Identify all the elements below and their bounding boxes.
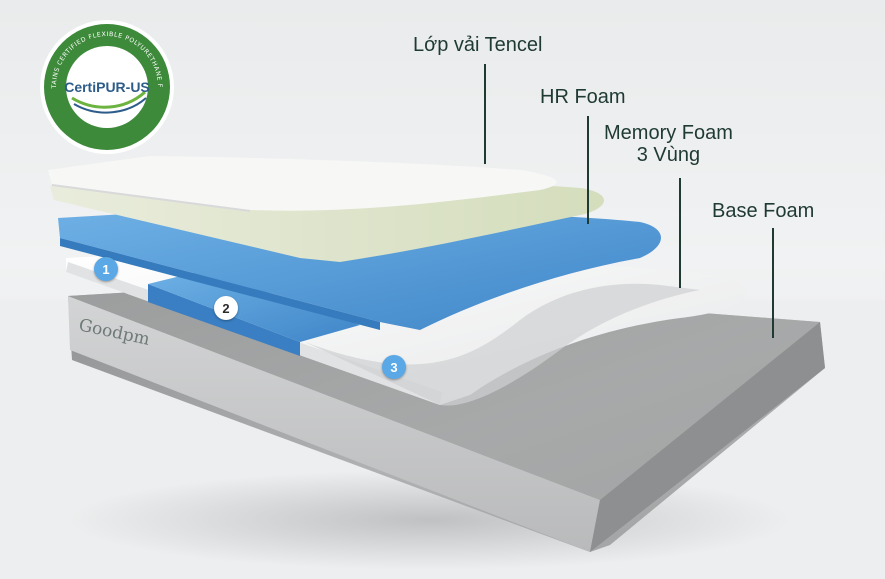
leader-line-memory-foam (679, 178, 681, 288)
label-memory-foam-line1: Memory Foam (604, 122, 733, 144)
zone-badge-3: 3 (382, 355, 406, 379)
memory-foam-zone-2-blue (148, 284, 300, 356)
label-base-foam: Base Foam (712, 200, 815, 222)
tencel-top-layer (48, 156, 557, 212)
zone-badge-2: 2 (214, 296, 238, 320)
seal-logo-text: CertiPUR-US (64, 79, 150, 95)
label-memory-foam: Memory Foam 3 Vùng (604, 122, 733, 166)
hr-foam-layer (58, 206, 661, 330)
label-tencel: Lớp vải Tencel (413, 34, 543, 56)
leader-line-hr-foam (587, 116, 589, 224)
label-hr-foam: HR Foam (540, 86, 626, 108)
label-memory-foam-line2: 3 Vùng (636, 144, 701, 166)
certipur-us-seal: CONTAINS CERTIFIED FLEXIBLE POLYURETHANE… (0, 0, 174, 154)
leader-line-base-foam (772, 228, 774, 338)
leader-line-tencel (484, 64, 486, 164)
zone-badge-1: 1 (94, 257, 118, 281)
